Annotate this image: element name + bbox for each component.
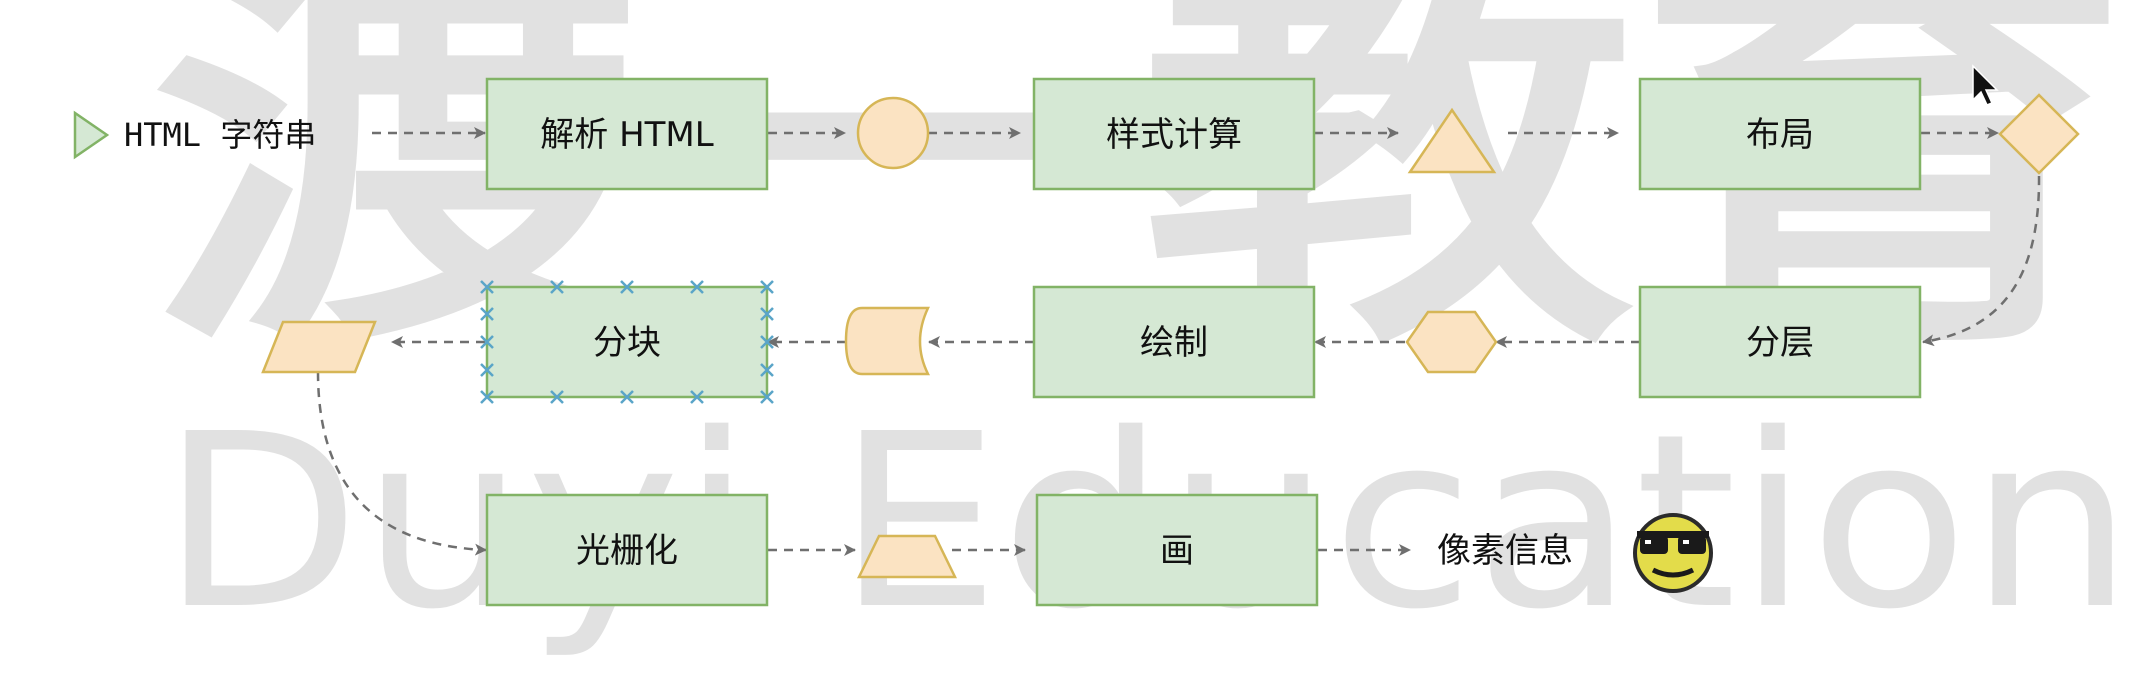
selection-handle[interactable] [760,363,774,377]
step-rasterize[interactable]: 光栅化 [485,493,769,607]
selection-handle[interactable] [690,280,704,294]
hexagon-shape[interactable] [1405,310,1498,374]
selection-handle[interactable] [480,363,494,377]
mouse-cursor-icon [1972,64,1999,106]
selection-handle[interactable] [550,280,564,294]
step-draw[interactable]: 画 [1035,493,1319,607]
parallelogram-shape[interactable] [261,320,377,374]
step-tiling[interactable]: 分块 [485,285,769,399]
step-paint-label: 绘制 [1140,323,1208,363]
selection-handle[interactable] [760,390,774,404]
selection-handle[interactable] [620,390,634,404]
end-label: 像素信息 [1437,531,1573,571]
step-layout[interactable]: 布局 [1638,77,1922,191]
step-layer-label: 分层 [1746,323,1814,363]
stored-data-shape[interactable] [844,306,931,376]
selection-handle[interactable] [480,307,494,321]
start-label: HTML 字符串 [124,116,316,154]
selection-handle[interactable] [480,390,494,404]
step-draw-label: 画 [1160,531,1194,571]
arrow-diamond-to-layer [1922,175,2041,347]
triangle-shape[interactable] [1407,107,1497,174]
arrow-parallelogram-to-raster [316,371,487,556]
selection-handle[interactable] [760,335,774,349]
step-style-calc[interactable]: 样式计算 [1032,77,1316,191]
diamond-shape[interactable] [1998,93,2080,175]
selection-handle[interactable] [620,280,634,294]
step-raster-label: 光栅化 [576,531,678,571]
selection-handle[interactable] [760,280,774,294]
selection-handles[interactable] [480,280,774,404]
selection-handle[interactable] [690,390,704,404]
step-paint[interactable]: 绘制 [1032,285,1316,399]
step-parse-label: 解析 HTML [540,115,713,155]
step-style-label: 样式计算 [1106,115,1242,155]
selection-handle[interactable] [480,335,494,349]
selection-handle[interactable] [480,280,494,294]
step-layout-label: 布局 [1746,115,1814,155]
circle-shape[interactable] [856,96,930,170]
step-parse-html[interactable]: 解析 HTML [485,77,769,191]
cool-smiley-icon [1633,513,1713,593]
play-triangle-icon [73,110,110,160]
trapezoid-shape[interactable] [856,534,958,579]
step-tiling-label: 分块 [593,323,661,363]
selection-handle[interactable] [550,390,564,404]
step-layer[interactable]: 分层 [1638,285,1922,399]
selection-handle[interactable] [760,307,774,321]
